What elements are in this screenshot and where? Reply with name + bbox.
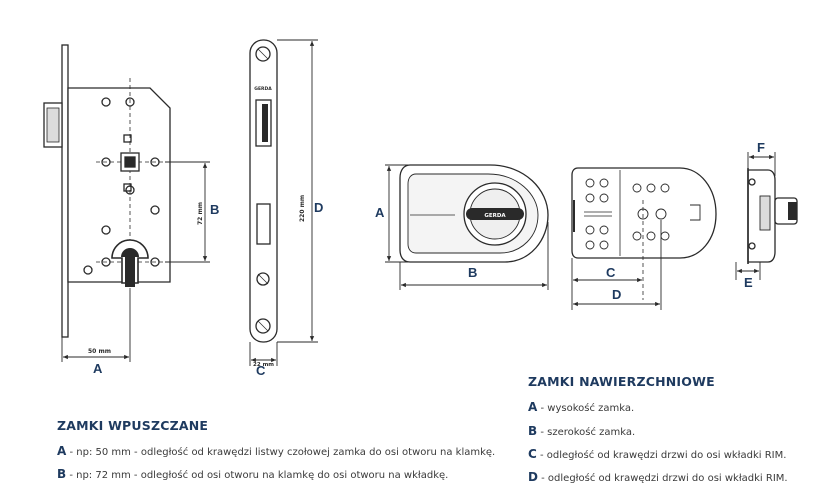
rim-item-D: D - odległość od krawędzi drzwi do osi w… <box>528 470 788 484</box>
screw-holes <box>83 97 160 275</box>
rim-label-F: F <box>757 140 765 155</box>
rim-item-B-key: B <box>528 424 538 438</box>
dimension-text-72mm: 72 mm <box>197 202 204 225</box>
rim-dimension-D <box>573 220 662 310</box>
mortise-item-B-key: B <box>57 467 67 481</box>
rim-item-D-key: D <box>528 470 538 484</box>
rim-label-A: A <box>375 205 385 220</box>
rim-item-A-key: A <box>528 400 538 414</box>
rim-item-C-text: - odległość od krawędzi drzwi do osi wkł… <box>536 450 787 461</box>
faceplate-bolt-opening <box>256 203 271 245</box>
rim-item-A: A - wysokość zamka. <box>528 400 634 414</box>
rim-lock-brand-mark: GERDA <box>484 213 506 219</box>
rim-label-B: B <box>468 265 477 280</box>
dimension-text-50mm: 50 mm <box>88 348 111 355</box>
mortise-item-B-text: - np: 72 mm - odległość od osi otworu na… <box>66 470 449 481</box>
rim-item-A-text: - wysokość zamka. <box>537 403 635 414</box>
rim-dimension-A <box>385 164 410 263</box>
rim-lock-front-view <box>399 164 549 263</box>
mortise-section-title: ZAMKI WPUSZCZANE <box>57 418 209 433</box>
rim-label-E: E <box>744 275 753 290</box>
dimension-72mm <box>165 161 210 263</box>
rim-lock-back-view <box>571 167 717 300</box>
rim-section-title: ZAMKI NAWIERZCHNIOWE <box>528 374 715 389</box>
mortise-label-B: B <box>210 202 219 217</box>
mortise-item-A-key: A <box>57 444 67 458</box>
rim-label-C: C <box>606 265 616 280</box>
rim-lock-back-outline <box>571 167 717 259</box>
mortise-label-D: D <box>314 200 323 215</box>
rim-label-D: D <box>612 287 621 302</box>
faceplate-front-view <box>249 39 278 343</box>
rim-lock-side-view <box>747 168 798 264</box>
mortise-lock-body-view <box>43 44 171 338</box>
mortise-item-A-text: - np: 50 mm - odległość od krawędzi list… <box>66 447 496 458</box>
dimension-50mm <box>61 290 131 362</box>
rim-dimension-F <box>747 152 776 176</box>
rim-dimension-B <box>399 222 549 290</box>
dimension-text-220mm: 220 mm <box>299 195 306 222</box>
mortise-item-B: B - np: 72 mm - odległość od osi otworu … <box>57 467 448 481</box>
rim-item-D-text: - odległość od krawędzi drzwi do osi wkł… <box>537 473 788 484</box>
mortise-body-outline <box>67 87 171 283</box>
rim-item-C: C - odległość od krawędzi drzwi do osi w… <box>528 447 786 461</box>
faceplate-brand-mark: GERDA <box>254 86 272 92</box>
mortise-faceplate <box>61 44 69 338</box>
dimension-22mm <box>249 342 278 366</box>
rim-dimension-E <box>735 262 761 280</box>
mortise-item-A: A - np: 50 mm - odległość od krawędzi li… <box>57 444 495 458</box>
dimension-text-22mm: 22 mm <box>253 362 274 368</box>
rim-item-B: B - szerokość zamka. <box>528 424 635 438</box>
rim-item-B-text: - szerokość zamka. <box>537 427 636 438</box>
dimension-220mm <box>277 39 318 343</box>
rim-item-C-key: C <box>528 447 537 461</box>
mortise-label-C: C <box>256 363 266 378</box>
mortise-label-A: A <box>93 361 103 376</box>
rim-dimension-C <box>571 258 642 310</box>
